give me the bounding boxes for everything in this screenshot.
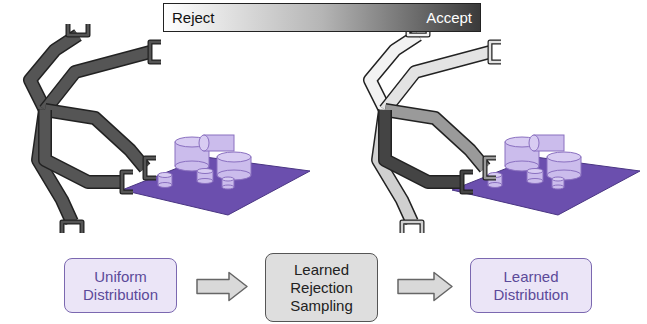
- block-arrow: [197, 273, 247, 301]
- distribution-box: Learned Distribution: [470, 258, 592, 313]
- robot-arm: [45, 42, 161, 110]
- scale-label: Accept: [426, 9, 472, 26]
- box-label: Learned Distribution: [478, 268, 584, 304]
- robot-arm: [385, 42, 501, 110]
- scale-label: Reject: [172, 9, 215, 26]
- block-arrow: [398, 273, 452, 301]
- table-scene: [452, 135, 640, 215]
- process-box: Learned Rejection Sampling: [265, 253, 378, 322]
- table-scene: [122, 135, 310, 215]
- robot-arm: [45, 110, 133, 192]
- robot-arm: [385, 110, 473, 192]
- gradient-scale: Reject Accept: [163, 3, 481, 32]
- box-label: Uniform Distribution: [72, 268, 169, 304]
- distribution-box: Uniform Distribution: [64, 258, 177, 313]
- box-label: Learned Rejection Sampling: [273, 261, 370, 315]
